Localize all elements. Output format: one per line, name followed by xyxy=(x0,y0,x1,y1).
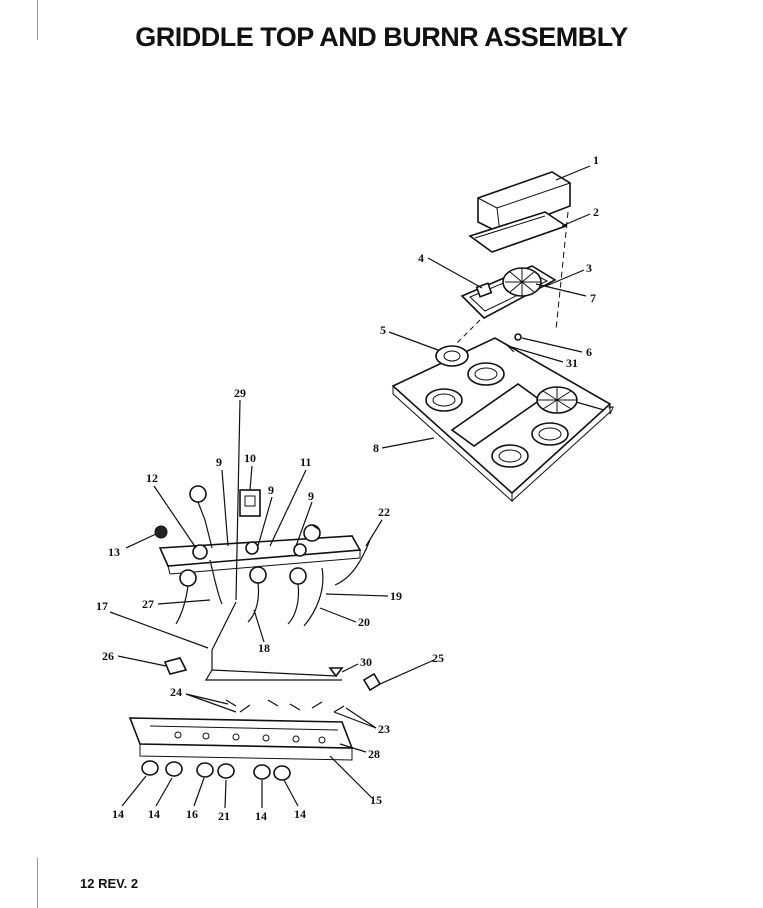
margin-line-top xyxy=(37,0,38,40)
knob-13 xyxy=(154,525,168,539)
callout-11: 11 xyxy=(300,455,311,469)
callout-4: 4 xyxy=(418,251,424,265)
burner-tray xyxy=(460,265,557,319)
callout-23: 23 xyxy=(378,722,390,736)
griddle-plate xyxy=(468,211,568,253)
callout-27: 27 xyxy=(142,597,154,611)
callout-14-2: 14 xyxy=(148,807,160,821)
callout-9-left: 9 xyxy=(216,455,222,469)
callout-19: 19 xyxy=(390,589,402,603)
callout-21: 21 xyxy=(218,809,230,823)
clip-25 xyxy=(362,672,382,692)
dashed-guide-2 xyxy=(454,319,481,346)
callout-10: 10 xyxy=(244,451,256,465)
igniter-wires xyxy=(175,559,324,627)
callout-24: 24 xyxy=(170,685,182,699)
callout-7-top: 7 xyxy=(590,291,596,305)
callout-18: 18 xyxy=(258,641,270,655)
control-panel-15 xyxy=(128,717,354,761)
callout-2: 2 xyxy=(593,205,599,219)
screw-6 xyxy=(514,333,522,341)
callout-7-mid: 7 xyxy=(608,403,614,417)
page-footer: 12 REV. 2 xyxy=(80,876,139,891)
callout-30: 30 xyxy=(360,655,372,669)
callout-6: 6 xyxy=(586,345,592,359)
bracket-26 xyxy=(163,657,188,675)
callout-8: 8 xyxy=(373,441,379,455)
callout-5: 5 xyxy=(380,323,386,337)
callout-1: 1 xyxy=(593,153,599,167)
valve-clips xyxy=(225,699,345,713)
callout-16: 16 xyxy=(186,807,198,821)
burner-grate-ring xyxy=(435,345,469,367)
cooktop-panel xyxy=(391,337,612,503)
callout-31: 31 xyxy=(566,356,578,370)
callout-14-1: 14 xyxy=(112,807,124,821)
callout-28: 28 xyxy=(368,747,380,761)
callout-13: 13 xyxy=(108,545,120,559)
callout-9-right: 9 xyxy=(308,489,314,503)
leader-lines xyxy=(109,165,605,809)
callout-15: 15 xyxy=(370,793,382,807)
page-title: GRIDDLE TOP AND BURNR ASSEMBLY xyxy=(135,22,628,52)
callout-labels: 1 2 3 4 7 5 6 31 7 8 29 10 11 9 9 9 12 1… xyxy=(96,153,614,823)
gas-pipe-17 xyxy=(204,601,342,681)
gas-pipe-17b xyxy=(211,669,337,677)
callout-29: 29 xyxy=(234,386,246,400)
callout-20: 20 xyxy=(358,615,370,629)
burner-head-7 xyxy=(536,386,578,414)
burner-valves xyxy=(179,485,321,587)
pin-31 xyxy=(505,343,515,353)
margin-line-bottom xyxy=(37,858,38,908)
control-knobs xyxy=(141,760,291,781)
rod-29 xyxy=(235,399,241,601)
screw-30 xyxy=(328,667,344,678)
callout-26: 26 xyxy=(102,649,114,663)
callout-22: 22 xyxy=(378,505,390,519)
callout-9-mid: 9 xyxy=(268,483,274,497)
callout-14-4: 14 xyxy=(294,807,306,821)
callout-3: 3 xyxy=(586,261,592,275)
callout-25: 25 xyxy=(432,651,444,665)
callout-12: 12 xyxy=(146,471,158,485)
callout-17: 17 xyxy=(96,599,108,613)
gas-tube-22 xyxy=(334,539,371,586)
burner-manifold xyxy=(158,535,362,575)
callout-14-3: 14 xyxy=(255,809,267,823)
igniter-switch-10 xyxy=(239,489,261,517)
